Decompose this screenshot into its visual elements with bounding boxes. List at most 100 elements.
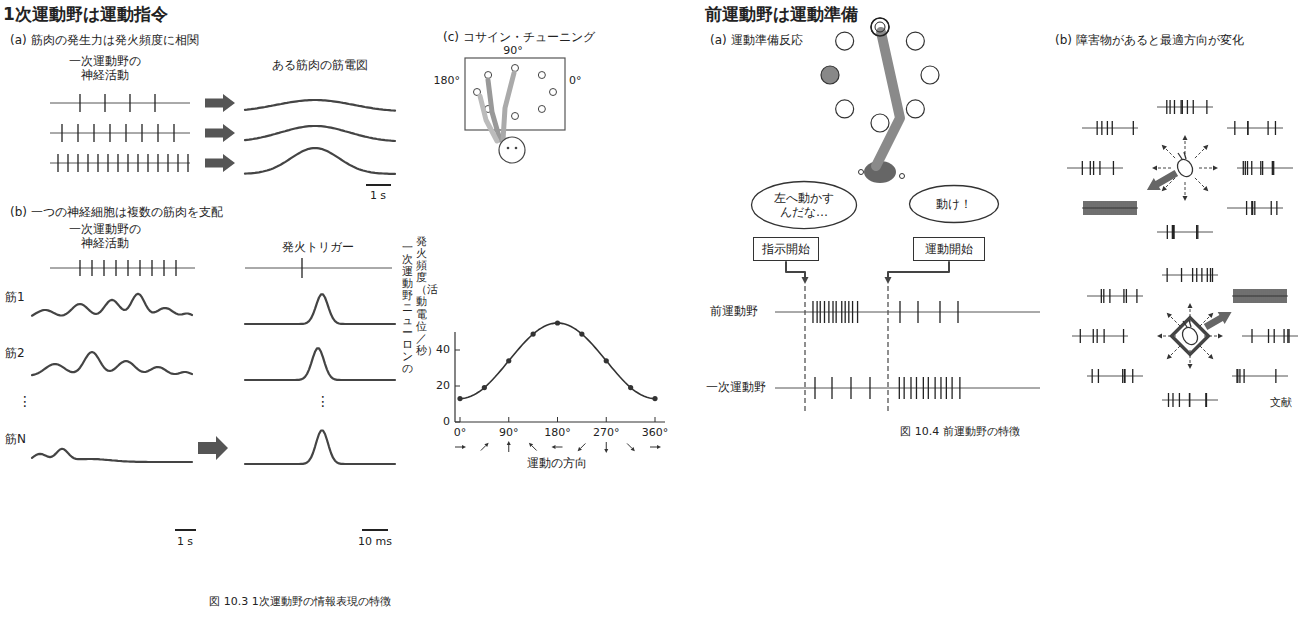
spike-train-spike (1251, 329, 1252, 343)
spike-train-spike (1123, 329, 1124, 343)
premotor-train-spike (845, 301, 846, 323)
spike-train-spike (1246, 201, 1247, 215)
finger (1178, 153, 1182, 159)
preferred-train-spike (1273, 289, 1274, 303)
tick-label: 0 (443, 415, 450, 428)
spike-train-spike (91, 260, 92, 276)
box-label: 運動開始 (925, 242, 973, 256)
direction-line (1170, 316, 1180, 326)
spike-train-spike (137, 154, 138, 172)
m1-train-spike (923, 377, 924, 399)
m1-train-spike (959, 377, 960, 399)
spike-train-spike (157, 124, 158, 142)
direction-line (1157, 168, 1171, 169)
m1-train-spike (940, 377, 941, 399)
preferred-train-spike (1245, 289, 1246, 303)
spike-train-spike (1080, 329, 1081, 343)
target-circle (921, 66, 939, 84)
spike-train-spike (1254, 201, 1255, 215)
direction-arrowhead (631, 447, 635, 451)
trigger-baseline (245, 268, 392, 269)
preferred-train-spike (1117, 201, 1118, 215)
spike-train-spike (1236, 369, 1237, 383)
preferred-train-spike (1283, 289, 1284, 303)
spike-train-spike (1082, 161, 1083, 175)
preferred-train-spike (1101, 201, 1102, 215)
m1-train-spike (831, 377, 832, 399)
pointer-line (888, 262, 949, 278)
target-circle (906, 32, 924, 50)
direction-arrowhead (462, 445, 466, 449)
ellipsis: ⋮ (316, 393, 330, 410)
panel-title: (b) 障害物があると最適方向が変化 (1055, 33, 1244, 47)
thought-bubble: 左へ動かす んだな… (750, 180, 858, 230)
direction-line (1200, 346, 1210, 356)
spike-train-spike (1189, 393, 1190, 407)
angle-label: 90° (503, 44, 523, 57)
row-label: 一次運動野の 神経活動 (67, 222, 143, 251)
spike-train-baseline (1157, 107, 1213, 108)
big-arrow (198, 436, 228, 460)
spike-train-spike (1197, 225, 1198, 239)
spike-train-spike (151, 260, 152, 276)
preferred-train-spike (1103, 201, 1104, 215)
spike-train-spike (1251, 201, 1252, 215)
arrow (205, 154, 235, 172)
spike-train-baseline (1157, 232, 1213, 233)
spike-train-baseline (1087, 376, 1143, 377)
spike-train-spike (177, 154, 178, 172)
bubble-ellipse (910, 186, 999, 223)
spike-train-spike (1275, 121, 1276, 135)
spike-train-spike (1097, 121, 1098, 135)
muscle-trace (245, 431, 395, 465)
axis-title: 発火頻度（活動電位／秒） (416, 236, 427, 357)
spike-train-spike (1093, 329, 1094, 343)
spike-train-spike (1243, 369, 1244, 383)
direction-head (1167, 313, 1172, 318)
trigger-spike (301, 258, 302, 278)
spike-train-baseline (50, 268, 195, 269)
preferred-train-spike (1087, 201, 1088, 215)
direction-head (1213, 166, 1218, 171)
premotor-train-spike (957, 301, 958, 323)
target-circle (512, 113, 519, 120)
direction-arrow (606, 442, 607, 449)
direction-head (1218, 334, 1223, 339)
preferred-train-spike (1113, 201, 1114, 215)
bubble-text: 動け！ (936, 197, 972, 211)
spike-train-spike (1187, 100, 1188, 114)
spike-train-spike (79, 260, 80, 276)
spike-train-spike (1247, 121, 1248, 135)
event-box: 運動開始 (913, 237, 985, 261)
data-point (482, 385, 487, 390)
hand-icon (1179, 325, 1200, 348)
m1-train-spike (934, 377, 935, 399)
figure-caption: 図 10.4 前運動野の特徴 (900, 425, 1020, 438)
target-circle (871, 114, 889, 132)
tick-label: 360° (642, 426, 669, 439)
bubble-text: 左へ動かす んだな… (772, 191, 837, 220)
preferred-train-spike (1281, 289, 1282, 303)
spike-train-spike (1275, 369, 1276, 383)
preferred-train-spike (1265, 289, 1266, 303)
spike-train-spike (1251, 161, 1252, 175)
spike-train-spike (1283, 329, 1284, 343)
preferred-train-spike (1267, 289, 1268, 303)
spike-train-spike (1133, 121, 1134, 135)
y-tick (455, 422, 460, 423)
preferred-train-spike (1261, 289, 1262, 303)
preferred-train-spike (1095, 201, 1096, 215)
spike-train-spike (1090, 161, 1091, 175)
preferred-train-spike (1251, 289, 1252, 303)
spike-train-spike (1132, 369, 1133, 383)
direction-arrowhead (552, 445, 556, 449)
head (499, 137, 525, 163)
trace-label: 前運動野 (710, 304, 758, 318)
direction-head (1203, 145, 1208, 150)
goal-circle-inner (875, 22, 885, 32)
preferred-train-spike (1271, 289, 1272, 303)
preferred-train-spike (1119, 201, 1120, 215)
direction-head (1183, 196, 1188, 201)
spike-train-spike (1167, 268, 1168, 282)
preferred-train-spike (1253, 289, 1254, 303)
